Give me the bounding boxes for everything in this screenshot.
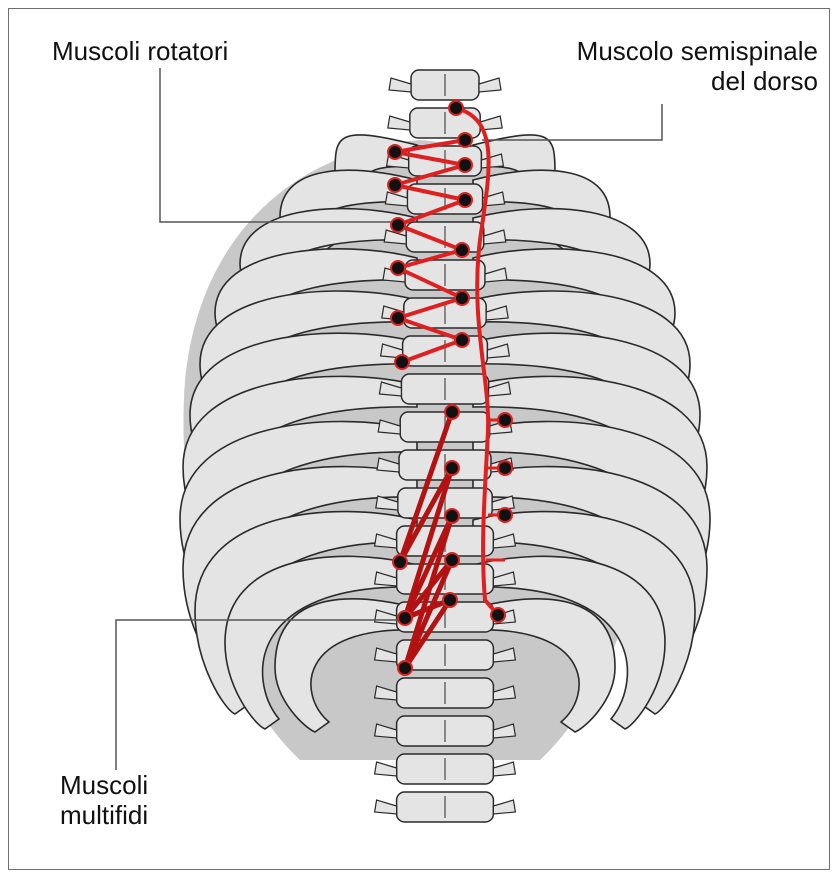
attachment-point — [443, 593, 457, 607]
transverse-process — [388, 116, 410, 130]
attachment-point — [445, 461, 459, 475]
attachment-point — [498, 461, 512, 475]
attachment-point — [458, 193, 472, 207]
attachment-point — [455, 243, 469, 257]
attachment-point — [388, 145, 402, 159]
label-multifidi-line1: Muscoli — [60, 770, 148, 800]
attachment-point — [498, 508, 512, 522]
transverse-process — [479, 78, 501, 92]
attachment-point — [445, 553, 459, 567]
attachment-point — [388, 178, 402, 192]
leader-line-semispinale — [482, 104, 662, 140]
attachment-point — [391, 261, 405, 275]
attachment-point — [498, 413, 512, 427]
transverse-process — [375, 800, 397, 814]
transverse-process — [493, 762, 515, 776]
attachment-point — [445, 509, 459, 523]
label-multifidi-line2: multifidi — [60, 800, 148, 830]
label-semispinale-line2: del dorso — [518, 66, 818, 96]
attachment-point — [491, 608, 505, 622]
transverse-process — [375, 762, 397, 776]
attachment-point — [445, 405, 459, 419]
attachment-point — [398, 611, 412, 625]
attachment-point — [455, 333, 469, 347]
transverse-process — [389, 78, 411, 92]
attachment-point — [395, 355, 409, 369]
attachment-point — [455, 291, 469, 305]
attachment-point — [449, 101, 463, 115]
label-muscoli-rotatori: Muscoli rotatori — [52, 36, 228, 66]
transverse-process — [493, 800, 515, 814]
label-semispinale-line1: Muscolo semispinale — [518, 36, 818, 66]
attachment-point — [391, 218, 405, 232]
attachment-point — [398, 661, 412, 675]
attachment-point — [458, 158, 472, 172]
label-muscolo-semispinale: Muscolo semispinale del dorso — [518, 36, 818, 96]
label-muscoli-multifidi: Muscoli multifidi — [60, 770, 148, 830]
attachment-point — [458, 133, 472, 147]
attachment-point — [391, 311, 405, 325]
attachment-point — [393, 555, 407, 569]
